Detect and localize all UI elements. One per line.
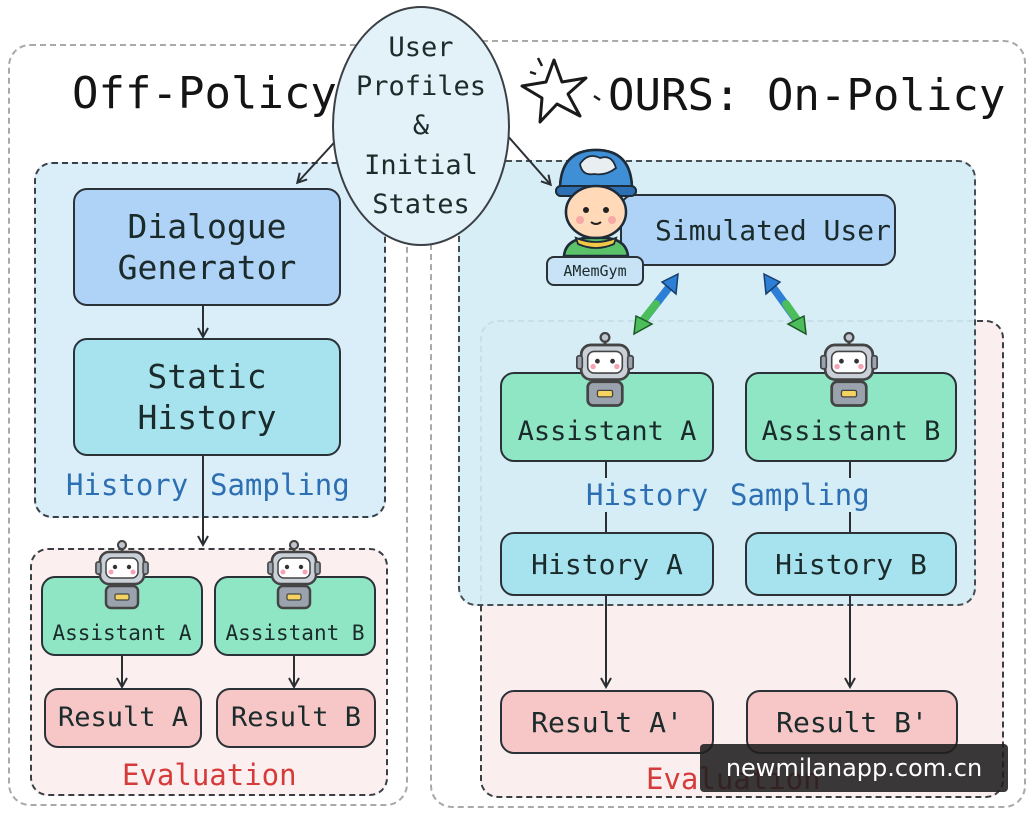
- static-line-1: Static: [147, 356, 267, 396]
- dialogue-generator-box: Dialogue Generator: [73, 188, 341, 306]
- off-policy-panel: [8, 44, 408, 806]
- amemgym-badge: AMemGym: [546, 256, 644, 286]
- double-arrow-user-assistant-b: [763, 272, 807, 336]
- left-result-b-box: Result B: [216, 688, 376, 748]
- robot-icon: [95, 540, 149, 610]
- ellipse-line-3: &: [412, 110, 430, 142]
- left-result-a-box: Result A: [44, 688, 202, 748]
- right-sampling-word: Sampling: [730, 478, 870, 512]
- left-assistant-a-box: Assistant A: [41, 576, 203, 656]
- on-policy-panel: [430, 40, 1026, 808]
- user-profiles-ellipse: User Profiles & Initial States: [332, 6, 510, 246]
- simulated-user-avatar-icon: [555, 148, 637, 256]
- left-evaluation-label: Evaluation: [122, 758, 297, 792]
- right-history-word: History: [586, 478, 709, 512]
- arrow-center-to-simulated-user: [505, 133, 550, 184]
- robot-icon: [576, 332, 634, 407]
- robot-icon: [820, 332, 878, 407]
- simulated-user-box: Simulated User: [620, 194, 896, 266]
- static-line-2: History: [137, 398, 277, 437]
- left-history-word: History: [66, 468, 189, 502]
- on-policy-title: OURS: On-Policy: [608, 70, 1006, 121]
- result-b-prime-box: Result B': [746, 690, 958, 754]
- ellipse-line-4: Initial: [364, 149, 478, 181]
- dialogue-line-1: Dialogue: [127, 206, 287, 246]
- robot-icon: [267, 540, 321, 610]
- history-a-box: History A: [500, 532, 714, 596]
- sparkle-star-icon: [520, 57, 601, 124]
- ellipse-line-1: User: [388, 32, 454, 64]
- double-arrow-user-assistant-a: [633, 272, 679, 336]
- watermark-text: newmilanapp.com.cn: [700, 744, 1008, 792]
- ellipse-line-5: States: [372, 188, 470, 220]
- ellipse-line-2: Profiles: [355, 71, 487, 103]
- static-history-box: Static History: [73, 338, 341, 456]
- dialogue-line-2: Generator: [117, 248, 297, 287]
- left-sampling-word: Sampling: [210, 468, 350, 502]
- off-policy-title: Off-Policy: [72, 68, 337, 119]
- result-a-prime-box: Result A': [500, 690, 714, 754]
- history-b-box: History B: [745, 532, 957, 596]
